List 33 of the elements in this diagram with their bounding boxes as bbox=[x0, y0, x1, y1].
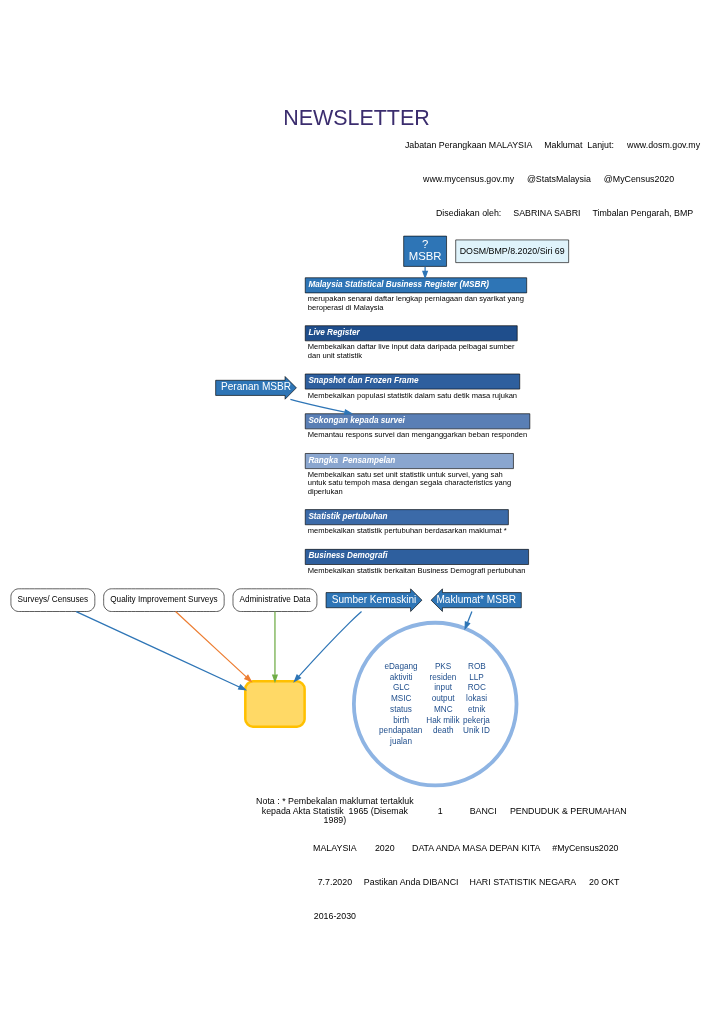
label: 2016-2030 bbox=[313, 910, 356, 921]
label: Nota : * Pembekalan maklumat tertakluk kepada Akta Statistik 1965 (Disemak 1989) bbox=[256, 795, 414, 825]
node-box: ? MSBR bbox=[403, 235, 447, 267]
label: 7.7.2020 bbox=[317, 876, 353, 887]
node-box: DOSM/BMP/8.2020/Siri 69 bbox=[455, 239, 569, 263]
label: @StatsMalaysia bbox=[526, 173, 591, 184]
label: 2020 bbox=[374, 842, 395, 853]
arrow bbox=[271, 610, 279, 683]
label: BANCI bbox=[469, 805, 497, 816]
label: www.mycensus.gov.my bbox=[423, 173, 515, 184]
label: 1 bbox=[437, 805, 443, 816]
arrow bbox=[293, 610, 363, 683]
arrow bbox=[422, 265, 429, 280]
label: Pastikan Anda DIBANCI bbox=[363, 876, 459, 887]
label: 20 OKT bbox=[589, 876, 620, 887]
label: DATA ANDA MASA DEPAN KITA bbox=[412, 842, 541, 853]
arrow bbox=[289, 398, 354, 415]
diagram-title: NEWSLETTER bbox=[283, 105, 430, 130]
label: MALAYSIA bbox=[313, 842, 357, 853]
label: Maklumat Lanjut: bbox=[544, 139, 614, 150]
label: HARI STATISTIK NEGARA bbox=[469, 876, 577, 887]
arrow bbox=[464, 610, 473, 630]
label: Timbalan Pengarah, BMP bbox=[592, 207, 694, 218]
label: @MyCensus2020 bbox=[603, 173, 675, 184]
node-box bbox=[244, 679, 306, 728]
label: PENDUDUK & PERUMAHAN bbox=[509, 805, 627, 816]
label: Jabatan Perangkaan MALAYSIA bbox=[404, 139, 533, 150]
label: SABRINA SABRI bbox=[513, 207, 581, 218]
arrow bbox=[75, 610, 247, 690]
label: Disediakan oleh: bbox=[436, 207, 502, 218]
arrow bbox=[174, 610, 253, 683]
label: #MyCensus2020 bbox=[552, 842, 619, 853]
label: www.dosm.gov.my bbox=[627, 139, 701, 150]
